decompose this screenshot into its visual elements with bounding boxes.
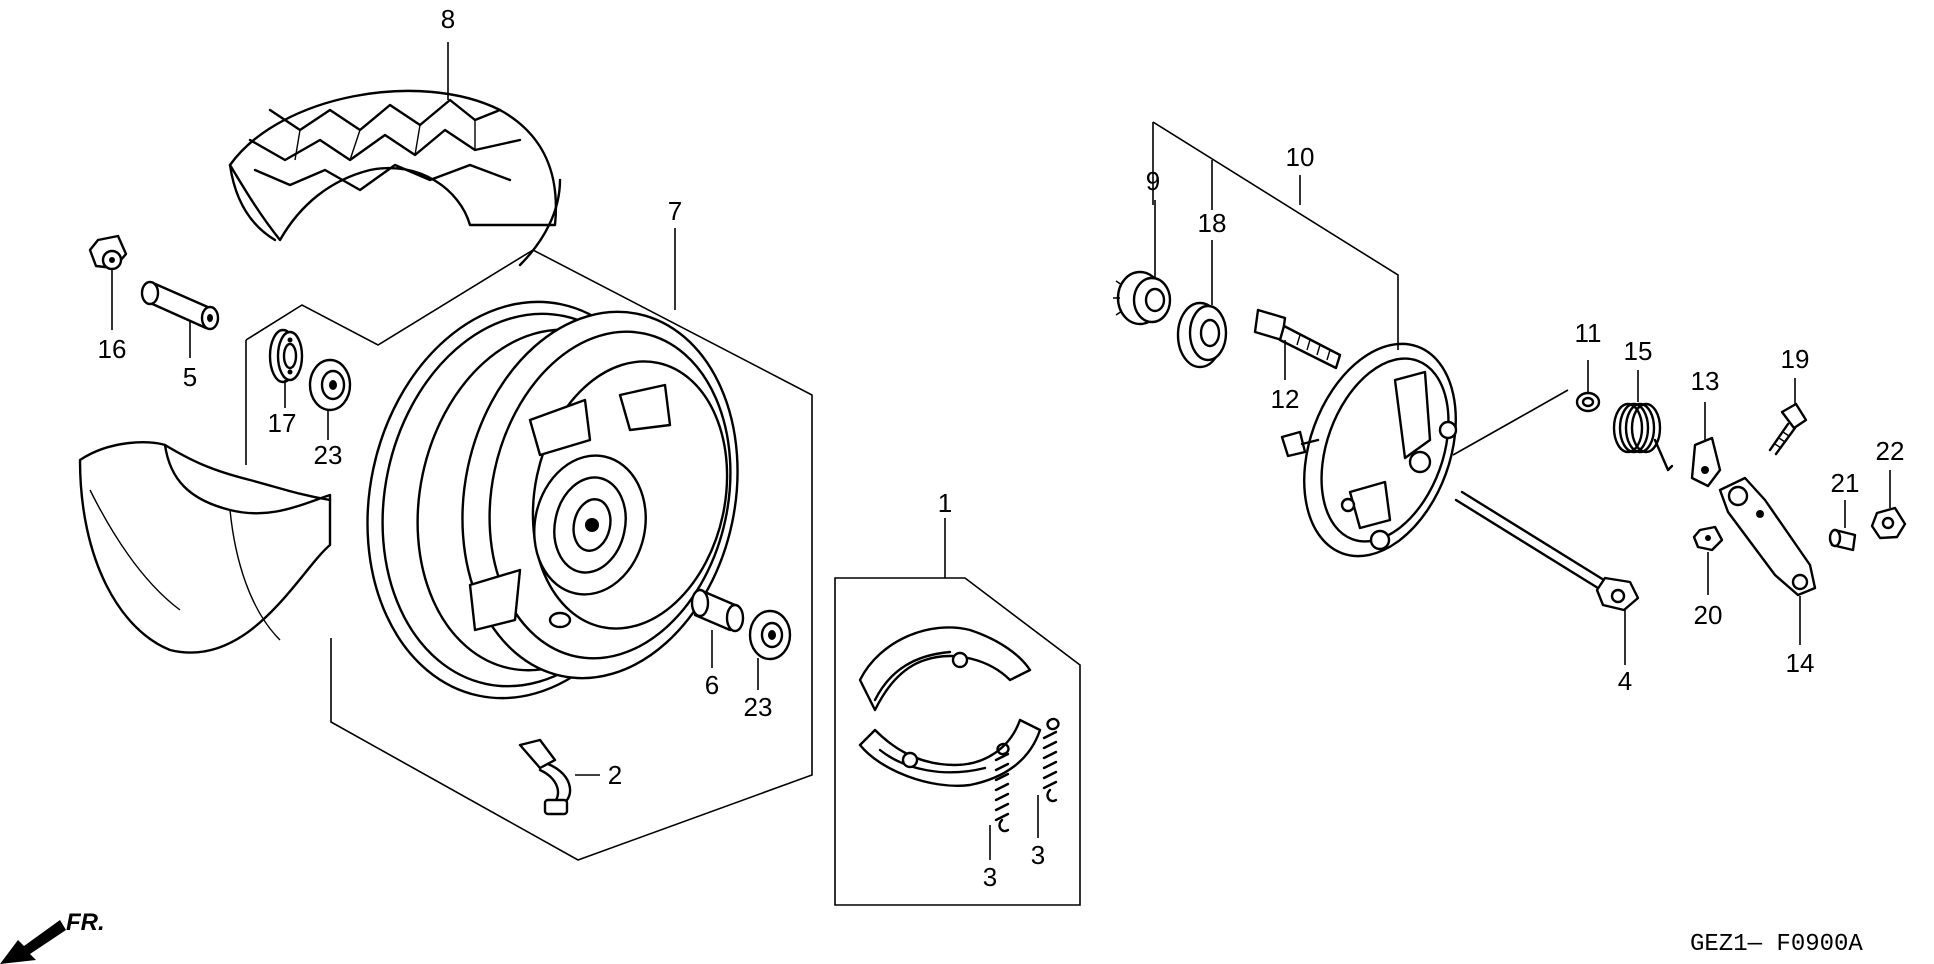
part-label-17: 17 (268, 408, 297, 438)
part-label-4: 4 (1618, 666, 1632, 696)
part-label-13: 13 (1691, 366, 1720, 396)
bearing-part-23-right (748, 609, 792, 661)
part-label-19: 19 (1781, 344, 1810, 374)
pin-part-21 (1828, 528, 1857, 552)
bolt-part-4 (1454, 490, 1640, 612)
part-label-21: 21 (1831, 468, 1860, 498)
tire (78, 89, 562, 654)
part-label-18: 18 (1198, 208, 1227, 238)
group-outlines (245, 121, 1569, 906)
bearing-part-17 (268, 328, 304, 384)
part-label-16: 16 (98, 334, 127, 364)
brake-panel-part-10 (1280, 342, 1458, 558)
brake-arm-part-14 (1718, 476, 1817, 597)
front-arrow-icon (0, 920, 66, 964)
part-label-15: 15 (1624, 336, 1653, 366)
front-label: FR. (66, 909, 105, 936)
part-label-3-right: 3 (1031, 840, 1045, 870)
shaft-part-12 (1253, 308, 1342, 370)
front-direction-marker: FR. (0, 909, 105, 964)
collar-part-6 (690, 588, 745, 633)
figure-code: GEZ1— F0900A (1690, 931, 1863, 958)
gear-part-9 (1113, 270, 1172, 326)
nut-part-20 (1692, 525, 1724, 552)
part-label-12: 12 (1271, 384, 1300, 414)
part-label-8: 8 (441, 4, 455, 34)
collar-part-5 (140, 280, 220, 331)
nut-part-22 (1870, 506, 1907, 540)
spring-part-3-left (994, 742, 1010, 833)
part-label-22: 22 (1876, 436, 1905, 466)
part-labels: 8 7 16 5 17 23 6 23 2 1 3 3 9 18 10 12 1… (98, 4, 1905, 892)
part-label-7: 7 (668, 196, 682, 226)
part-label-2: 2 (608, 760, 622, 790)
bearing-part-23-left (308, 358, 352, 412)
nut-part-16 (88, 234, 128, 271)
seal-part-18 (1176, 301, 1228, 369)
indicator-part-13 (1690, 436, 1722, 488)
part-label-1: 1 (938, 488, 952, 518)
wheel-rim (366, 300, 739, 700)
part-label-11: 11 (1575, 318, 1602, 348)
part-label-10: 10 (1286, 142, 1315, 172)
spring-part-15 (1612, 402, 1674, 472)
part-label-9: 9 (1146, 166, 1160, 196)
part-label-23-left: 23 (314, 440, 343, 470)
leader-lines (111, 42, 1891, 860)
brake-shoe-upper (858, 626, 1032, 712)
washer-part-11 (1575, 391, 1601, 413)
valve-part-2 (518, 738, 572, 816)
part-label-5: 5 (183, 362, 197, 392)
spring-part-3-right (1042, 717, 1060, 803)
part-label-20: 20 (1694, 600, 1723, 630)
bolt-part-19 (1768, 402, 1808, 456)
part-label-3-left: 3 (983, 862, 997, 892)
part-label-14: 14 (1786, 648, 1815, 678)
part-label-6: 6 (705, 670, 719, 700)
part-label-23-right: 23 (744, 692, 773, 722)
brake-shoe-lower (858, 718, 1042, 787)
